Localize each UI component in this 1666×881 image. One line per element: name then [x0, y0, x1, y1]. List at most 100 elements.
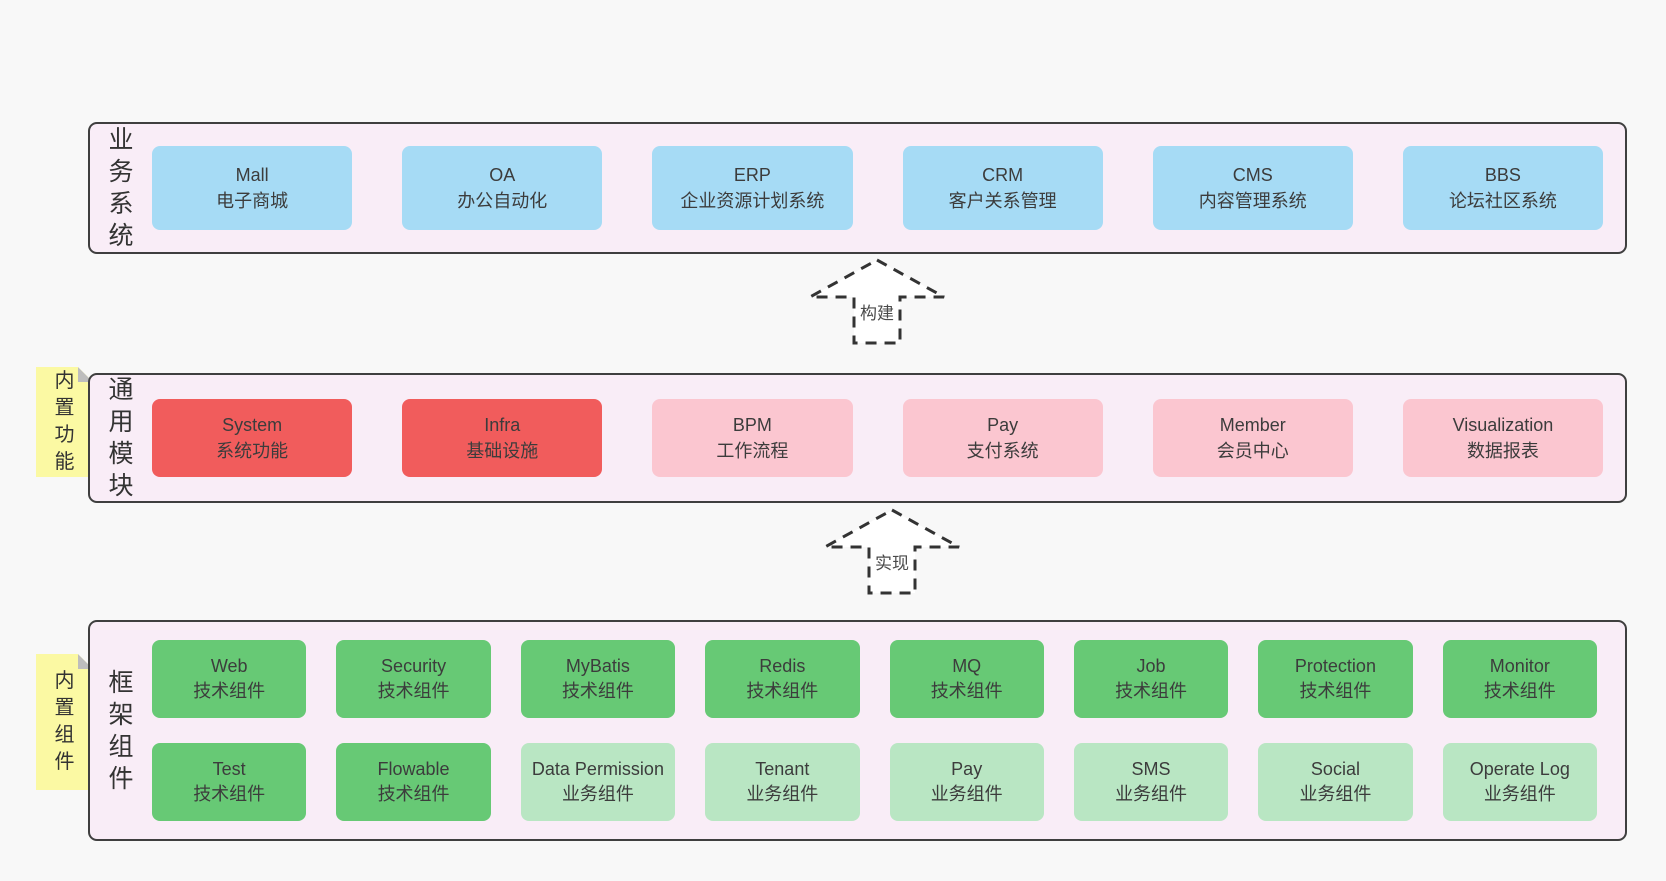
box-name: Security: [381, 656, 447, 676]
box-name: System: [222, 415, 283, 435]
box-web: Web 技术组件: [152, 640, 307, 718]
box-subtitle: 基础设施: [466, 441, 539, 461]
box-data-permission: Data Permission 业务组件: [520, 743, 676, 821]
box-subtitle: 技术组件: [1483, 681, 1556, 701]
box-subtitle: 业务组件: [1299, 784, 1372, 804]
sticky-note-label: 内置组件: [54, 670, 75, 773]
business-systems-boxes: Mall 电子商城 OA 办公自动化 ERP 企业资源计划系统 CRM 客户关系管理 CMS 内容…: [152, 146, 1625, 230]
box-subtitle: 办公自动化: [457, 191, 548, 211]
box-name: Mall: [235, 165, 269, 185]
band-framework-components-label: 框架组件: [108, 668, 134, 793]
box-subtitle: 会员中心: [1216, 441, 1289, 461]
box-subtitle: 技术组件: [377, 681, 450, 701]
box-pay: Pay 支付系统: [902, 399, 1103, 477]
box-mq: MQ 技术组件: [889, 640, 1044, 718]
box-job: Job 技术组件: [1073, 640, 1229, 718]
box-crm: CRM 客户关系管理: [902, 146, 1103, 230]
implement-arrow-label: 实现: [873, 549, 911, 574]
box-protection: Protection 技术组件: [1258, 640, 1413, 718]
box-subtitle: 技术组件: [930, 681, 1003, 701]
box-name: Pay: [987, 415, 1019, 435]
box-mall: Mall 电子商城: [152, 146, 353, 230]
box-oa: OA 办公自动化: [402, 146, 603, 230]
box-subtitle: 技术组件: [1115, 681, 1188, 701]
box-name: Monitor: [1489, 656, 1550, 676]
box-bpm: BPM 工作流程: [652, 399, 853, 477]
box-name: Tenant: [755, 759, 810, 779]
box-name: Flowable: [377, 759, 450, 779]
box-pay: Pay 业务组件: [889, 743, 1044, 821]
box-name: Data Permission: [531, 759, 664, 779]
box-subtitle: 电子商城: [216, 191, 289, 211]
box-subtitle: 论坛社区系统: [1448, 191, 1557, 211]
band-business-systems-label: 业务系统: [108, 126, 134, 250]
implement-arrow: 实现: [822, 508, 962, 596]
box-subtitle: 系统功能: [216, 441, 289, 461]
box-subtitle: 业务组件: [561, 784, 634, 804]
build-arrow-label: 构建: [858, 299, 896, 324]
box-social: Social 业务组件: [1258, 743, 1413, 821]
box-security: Security 技术组件: [336, 640, 491, 718]
box-name: CMS: [1232, 165, 1273, 185]
box-name: Job: [1136, 656, 1166, 676]
box-subtitle: 支付系统: [966, 441, 1039, 461]
box-operate-log: Operate Log 业务组件: [1442, 743, 1597, 821]
box-mybatis: MyBatis 技术组件: [520, 640, 676, 718]
box-system: System 系统功能: [152, 399, 353, 477]
box-name: BBS: [1484, 165, 1521, 185]
box-subtitle: 工作流程: [716, 441, 789, 461]
box-name: Operate Log: [1469, 759, 1570, 779]
sticky-note-built-in-features: 内置功能: [36, 367, 93, 477]
box-name: Infra: [484, 415, 521, 435]
common-modules-boxes: System 系统功能 Infra 基础设施 BPM 工作流程 Pay 支付系统 Member 会…: [152, 399, 1625, 477]
box-name: Web: [210, 656, 248, 676]
box-name: Protection: [1294, 656, 1376, 676]
box-name: Member: [1219, 415, 1286, 435]
box-cms: CMS 内容管理系统: [1152, 146, 1353, 230]
build-arrow: 构建: [807, 258, 947, 346]
box-subtitle: 业务组件: [930, 784, 1003, 804]
box-infra: Infra 基础设施: [402, 399, 603, 477]
sticky-note-built-in-components: 内置组件: [36, 654, 93, 790]
band-common-modules: 通用模块 System 系统功能 Infra 基础设施 BPM 工作流程 Pay 支付系统 Me…: [88, 373, 1627, 503]
box-monitor: Monitor 技术组件: [1442, 640, 1597, 718]
box-subtitle: 业务组件: [746, 784, 819, 804]
box-subtitle: 技术组件: [561, 681, 634, 701]
box-sms: SMS 业务组件: [1073, 743, 1229, 821]
sticky-note-label: 内置功能: [54, 370, 75, 473]
box-subtitle: 业务组件: [1483, 784, 1556, 804]
box-subtitle: 企业资源计划系统: [680, 191, 825, 211]
box-erp: ERP 企业资源计划系统: [652, 146, 853, 230]
box-tenant: Tenant 业务组件: [705, 743, 860, 821]
box-subtitle: 内容管理系统: [1198, 191, 1307, 211]
box-redis: Redis 技术组件: [705, 640, 860, 718]
band-common-modules-label: 通用模块: [108, 376, 134, 500]
box-name: Pay: [951, 759, 983, 779]
box-subtitle: 业务组件: [1115, 784, 1188, 804]
box-subtitle: 技术组件: [377, 784, 450, 804]
box-subtitle: 技术组件: [746, 681, 819, 701]
box-visualization: Visualization 数据报表: [1402, 399, 1604, 477]
box-name: SMS: [1131, 759, 1171, 779]
box-name: Visualization: [1452, 415, 1554, 435]
box-name: ERP: [733, 165, 771, 185]
box-subtitle: 技术组件: [193, 681, 266, 701]
box-subtitle: 客户关系管理: [948, 191, 1057, 211]
box-name: CRM: [982, 165, 1024, 185]
box-subtitle: 数据报表: [1466, 441, 1539, 461]
box-name: BPM: [732, 415, 772, 435]
box-name: Social: [1310, 759, 1360, 779]
box-subtitle: 技术组件: [1299, 681, 1372, 701]
box-flowable: Flowable 技术组件: [336, 743, 491, 821]
box-name: Redis: [759, 656, 806, 676]
box-name: Test: [212, 759, 246, 779]
box-name: MQ: [952, 656, 982, 676]
box-name: OA: [489, 165, 516, 185]
box-name: MyBatis: [565, 656, 630, 676]
band-business-systems: 业务系统 Mall 电子商城 OA 办公自动化 ERP 企业资源计划系统 CRM 客户关系管理…: [88, 122, 1627, 254]
